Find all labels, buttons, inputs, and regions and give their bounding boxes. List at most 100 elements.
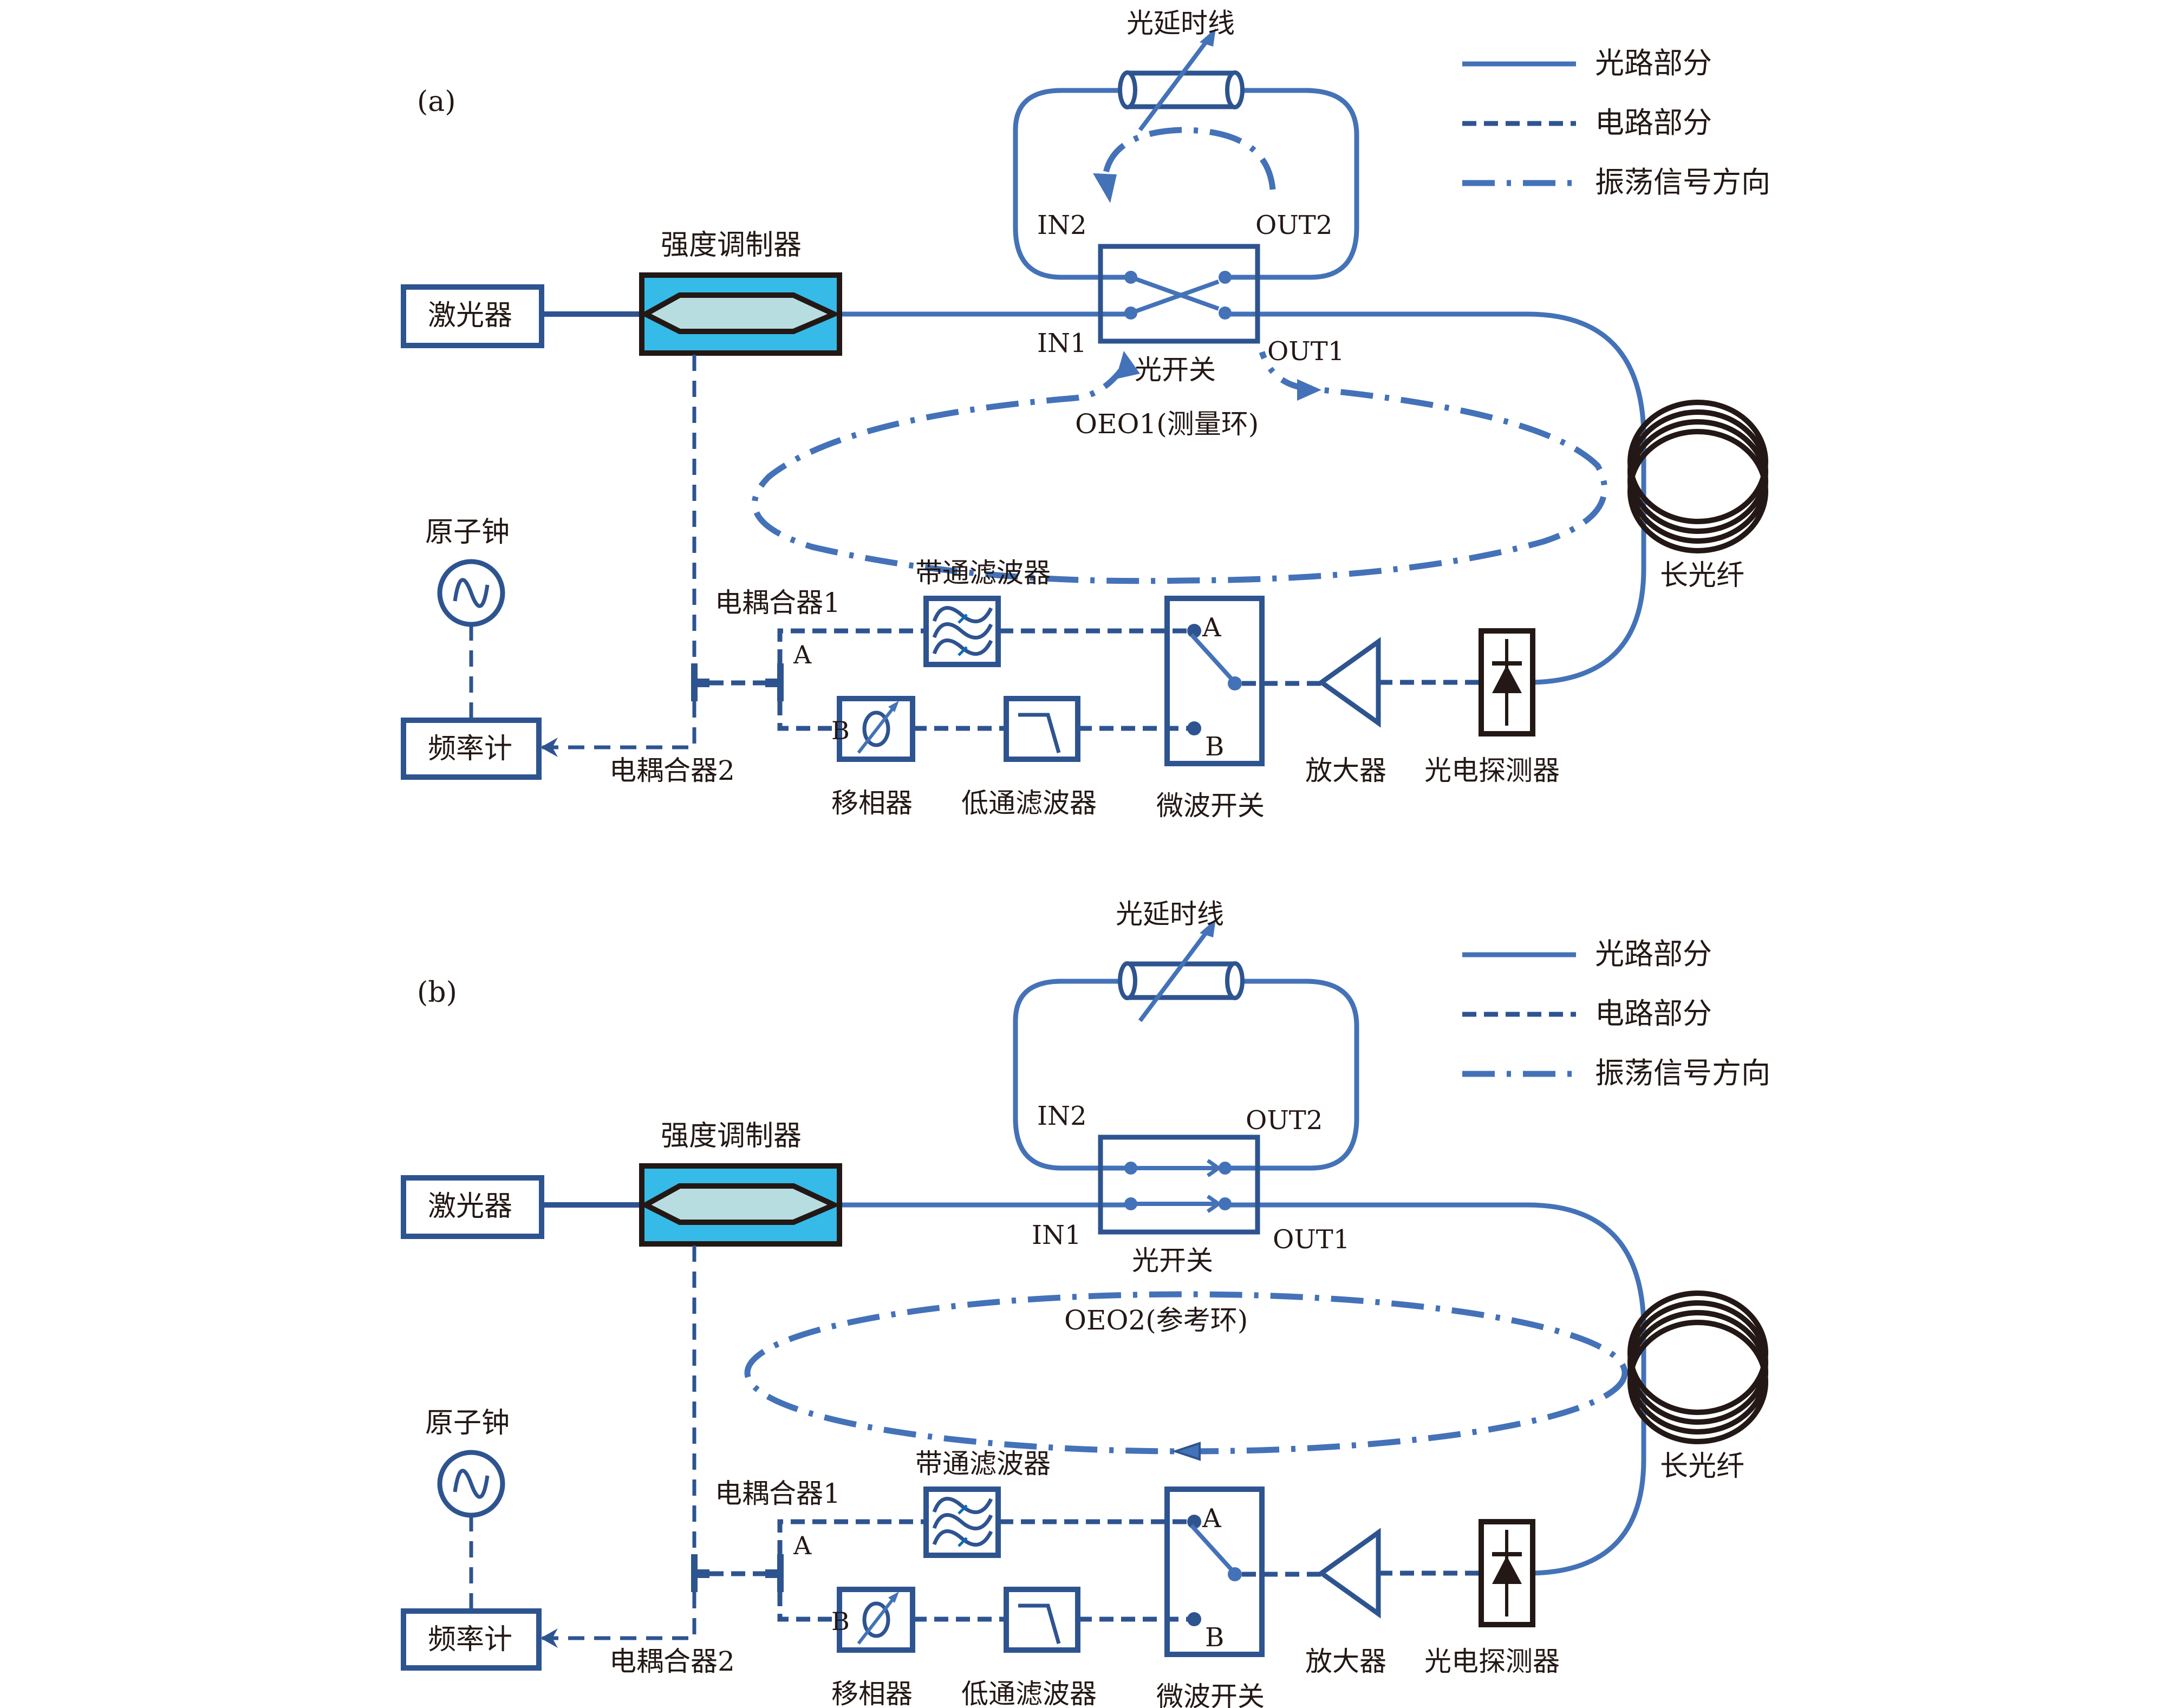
out1-label: OUT1 [1267,336,1344,367]
laser-box[interactable] [401,1175,544,1239]
coupler2-label: 电耦合器2 [609,1646,735,1677]
photodetector-label: 光电探测器 [1424,1646,1560,1677]
legend-label: 光路部分 [1595,937,1712,971]
coupler-port-b-label: B [831,1607,850,1636]
lowpass-filter-label: 低通滤波器 [961,787,1097,819]
in2-label: IN2 [1037,210,1087,240]
out2-label: OUT2 [1246,1105,1323,1136]
laser-label: 激光器 [428,1190,512,1223]
oeo1-loop-path [751,351,1607,584]
panel-b: (b) 光延时线 IN2 OUT2 IN1 OUT1 光开关 OEO2(参 [417,898,1644,1573]
coupler1-label: 电耦合器1 [715,1478,841,1509]
delay-line-icon [1118,919,1245,1022]
coupler2-label: 电耦合器2 [609,755,735,786]
long-fiber-label: 长光纤 [1660,559,1744,592]
lowpass-response-icon [1018,1603,1061,1644]
oeo2-loop-path [744,1291,1628,1455]
amplifier-icon[interactable] [1317,637,1381,728]
optical-switch[interactable] [1098,1135,1260,1235]
mw-port-b-label: B [1205,1622,1224,1653]
osc-arrowhead-icon [1297,379,1321,401]
laser-label: 激光器 [428,299,512,332]
fiber-coil-icon [1627,1290,1768,1444]
fiber-coil-icon [1627,400,1768,553]
lowpass-filter-box[interactable] [1004,696,1080,762]
bandpass-wave-icon [932,1497,993,1514]
optical-switch[interactable] [1098,244,1260,344]
panel-a-components: 激光器强度调制器长光纤光电探测器放大器AB微波开关带通滤波器移相器低通滤波器BA… [401,229,1768,822]
sine-wave-icon [453,578,490,608]
osc-arrowhead-icon [1171,1442,1201,1461]
out1-label: OUT1 [1273,1224,1350,1255]
coupler1-icon [777,663,784,701]
amplifier-label: 放大器 [1305,755,1386,786]
optical-switch-label: 光开关 [1135,354,1216,386]
coupler-port-a-label: A [793,640,812,669]
lowpass-response-icon [1018,713,1061,753]
bandpass-wave-icon [932,1529,993,1547]
osc-arrowhead-icon [1093,173,1117,203]
mw-port-b-label: B [1205,732,1224,762]
frequency-counter-label: 频率计 [428,733,512,765]
out2-label: OUT2 [1255,210,1332,240]
microwave-switch-label: 微波开关 [1156,790,1265,822]
rf-drive-line [542,355,696,749]
modulator-label: 强度调制器 [661,229,802,262]
branch-a-line [777,628,1189,663]
panel-a: (a) 光延时线 IN2 OUT2 IN1 OUT1 光开关 [417,8,1644,682]
phase-shifter-label: 移相器 [831,1678,913,1708]
oeo-loop-label: OEO1(测量环) [1075,408,1259,440]
switch-arm-icon [1190,1524,1235,1574]
amplifier-icon[interactable] [1317,1528,1381,1619]
coupler1-label: 电耦合器1 [715,587,841,618]
phase-shifter-icon [862,710,890,747]
panel-label: (b) [417,976,457,1009]
bandpass-wave-icon [932,606,993,623]
delay-line-label: 光延时线 [1116,898,1224,930]
in1-label: IN1 [1037,328,1087,358]
legend-label: 振荡信号方向 [1595,165,1770,199]
frequency-counter-box[interactable] [401,1608,542,1671]
in2-label: IN2 [1037,1101,1087,1131]
coupler-port-b-label: B [831,716,850,745]
coupler2-icon [691,1554,698,1592]
bandpass-filter-label: 带通滤波器 [915,557,1051,589]
mw-port-a-label: A [1202,612,1222,643]
delay-line-label: 光延时线 [1126,8,1235,39]
bandpass-wave-icon [932,1513,993,1530]
branch-b-line [777,1592,1189,1622]
phase-shifter-icon [862,1601,890,1638]
atomic-clock-label: 原子钟 [425,516,510,549]
legend-label: 光路部分 [1595,46,1712,80]
phase-shifter-label: 移相器 [831,787,913,819]
coupler2-icon [691,663,698,701]
frequency-counter-box[interactable] [401,718,542,780]
branch-b-line [777,701,1189,731]
arrow-left-icon [541,738,558,757]
lowpass-filter-label: 低通滤波器 [961,1678,1097,1708]
switch-arm-icon [1190,633,1235,683]
legend-label: 振荡信号方向 [1595,1056,1770,1090]
bandpass-filter-label: 带通滤波器 [915,1448,1051,1479]
bandpass-wave-icon [932,622,993,640]
coupler1-icon [777,1554,784,1592]
delay-loop-osc-arrow [1102,127,1276,190]
legend-label: 电路部分 [1595,106,1712,140]
osc-arrowhead-icon [1116,351,1140,379]
lowpass-filter-box[interactable] [1004,1587,1080,1653]
amplifier-label: 放大器 [1305,1646,1386,1677]
laser-box[interactable] [401,284,544,348]
microwave-switch-box[interactable] [1164,1487,1265,1657]
sine-wave-icon [453,1469,490,1499]
optical-switch-label: 光开关 [1132,1245,1213,1276]
microwave-switch-label: 微波开关 [1156,1681,1265,1708]
rf-drive-line [542,1246,696,1640]
long-fiber-label: 长光纤 [1660,1450,1744,1483]
panel-label: (a) [417,86,456,118]
branch-a-line [777,1519,1189,1554]
atomic-clock-label: 原子钟 [425,1407,510,1439]
delay-line-icon [1118,28,1245,132]
in1-label: IN1 [1032,1220,1082,1250]
